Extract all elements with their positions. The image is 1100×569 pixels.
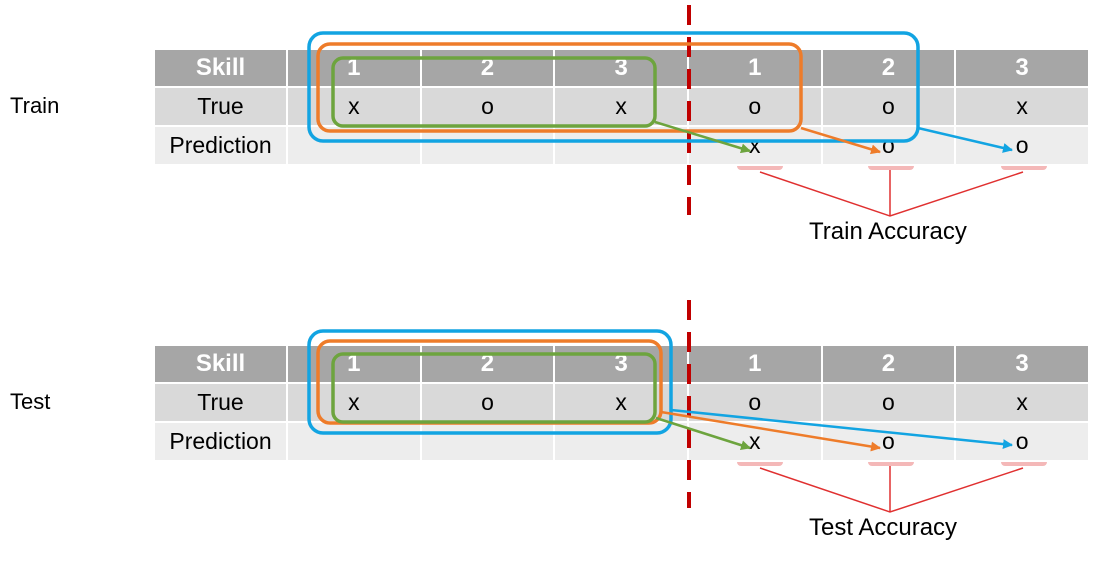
train-accuracy-label: Train Accuracy xyxy=(809,218,967,245)
header-col-3: 3 xyxy=(555,346,689,384)
prediction-cell-4: x xyxy=(688,423,823,462)
true-cell-2: o xyxy=(421,88,556,127)
test-accuracy-label: Test Accuracy xyxy=(809,514,958,541)
true-cell-1: x xyxy=(288,384,422,423)
header-col-1: 1 xyxy=(288,346,422,384)
prediction-cell-2 xyxy=(421,127,556,166)
prediction-cell-2 xyxy=(421,423,556,462)
header-col-4: 1 xyxy=(688,346,823,384)
row-true-label: True xyxy=(155,384,288,423)
true-cell-6: x xyxy=(956,88,1090,127)
true-cell-3: x xyxy=(555,88,689,127)
true-cell-5: o xyxy=(822,384,957,423)
prediction-cell-3 xyxy=(555,423,689,462)
header-col-6: 3 xyxy=(956,50,1090,88)
header-skill: Skill xyxy=(155,50,288,88)
prediction-cell-6: o xyxy=(956,423,1090,462)
true-cell-2: o xyxy=(421,384,556,423)
header-col-5: 2 xyxy=(822,346,957,384)
header-skill: Skill xyxy=(155,346,288,384)
prediction-cell-4: x xyxy=(688,127,823,166)
header-col-2: 2 xyxy=(421,50,556,88)
true-cell-4: o xyxy=(688,384,823,423)
true-cell-5: o xyxy=(822,88,957,127)
prediction-cell-5: o xyxy=(822,423,957,462)
test-table: Skill 1 2 3 1 2 3 True x o x o o x Predi… xyxy=(155,346,1090,462)
true-cell-3: x xyxy=(555,384,689,423)
test-label: Test xyxy=(10,389,51,414)
header-col-5: 2 xyxy=(822,50,957,88)
row-prediction-label: Prediction xyxy=(155,423,288,462)
prediction-cell-3 xyxy=(555,127,689,166)
header-col-2: 2 xyxy=(421,346,556,384)
header-col-1: 1 xyxy=(288,50,422,88)
train-table: Skill 1 2 3 1 2 3 True x o x o o x Predi… xyxy=(155,50,1090,166)
prediction-cell-5: o xyxy=(822,127,957,166)
accuracy-bracket xyxy=(759,467,1024,513)
true-cell-4: o xyxy=(688,88,823,127)
row-prediction-label: Prediction xyxy=(155,127,288,166)
accuracy-bracket xyxy=(759,171,1024,217)
test-panel: Test Skill 1 2 3 1 2 3 True x o x o o x … xyxy=(0,296,1100,569)
header-col-4: 1 xyxy=(688,50,823,88)
header-col-6: 3 xyxy=(956,346,1090,384)
train-label: Train xyxy=(10,93,60,118)
true-cell-6: x xyxy=(956,384,1090,423)
prediction-cell-1 xyxy=(288,423,422,462)
prediction-cell-1 xyxy=(288,127,422,166)
prediction-cell-6: o xyxy=(956,127,1090,166)
row-true-label: True xyxy=(155,88,288,127)
true-cell-1: x xyxy=(288,88,422,127)
train-panel: Train Skill 1 2 3 1 2 3 True x o x o o x… xyxy=(0,0,1100,273)
header-col-3: 3 xyxy=(555,50,689,88)
